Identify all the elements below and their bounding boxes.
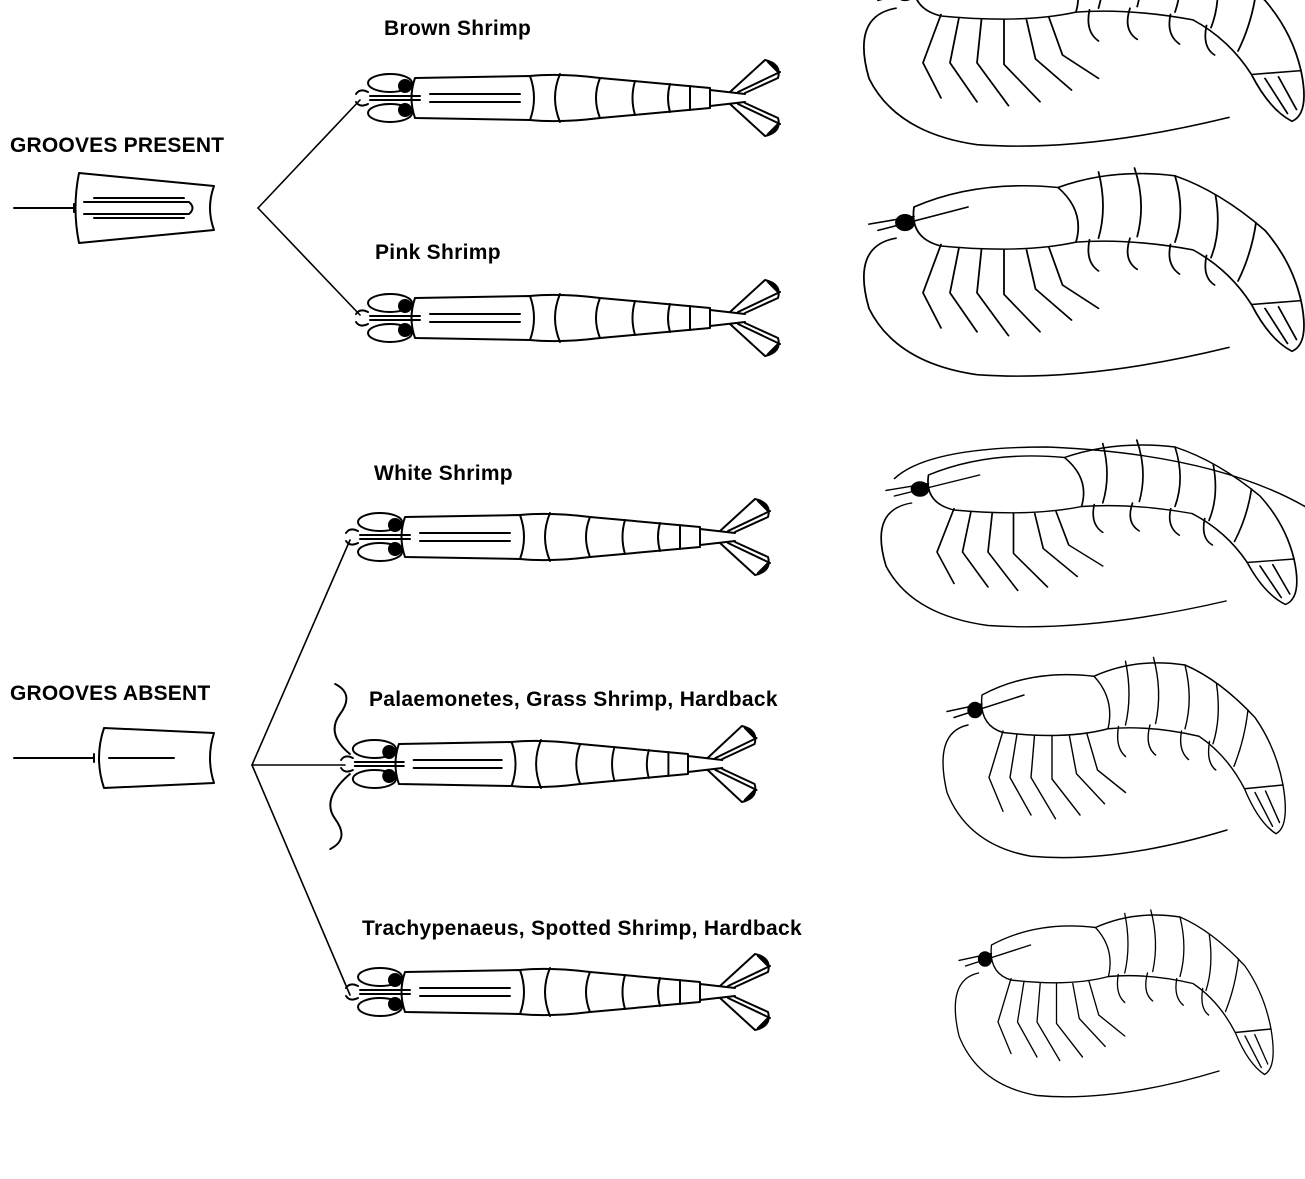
species-label-palaemonetes: Palaemonetes, Grass Shrimp, Hardback [369, 688, 778, 712]
brown-shrimp-top-view [356, 60, 780, 136]
white-shrimp-side-view [881, 440, 1305, 627]
brown-shrimp-side-view [864, 0, 1304, 146]
pink-shrimp-top-view [356, 280, 780, 356]
species-label-trachypenaeus: Trachypenaeus, Spotted Shrimp, Hardback [362, 917, 802, 941]
white-shrimp-top-view [346, 499, 770, 575]
species-label-pink: Pink Shrimp [375, 241, 501, 265]
trachypenaeus-top-view [346, 954, 770, 1030]
branch-lines [252, 100, 360, 995]
species-label-white: White Shrimp [374, 462, 513, 486]
grass-shrimp-side-view [943, 658, 1285, 858]
grooves-absent-label: GROOVES ABSENT [10, 682, 210, 706]
grooves-absent-carapace [14, 728, 214, 788]
grooves-present-label: GROOVES PRESENT [10, 134, 224, 158]
branch-trachypenaeus [252, 765, 350, 995]
spotted-shrimp-side-view [955, 910, 1273, 1097]
grooves-present-carapace [14, 173, 214, 243]
pink-shrimp-side-view [864, 168, 1304, 376]
branch-pink [258, 208, 360, 315]
species-label-brown: Brown Shrimp [384, 17, 531, 41]
branch-brown [258, 100, 360, 208]
